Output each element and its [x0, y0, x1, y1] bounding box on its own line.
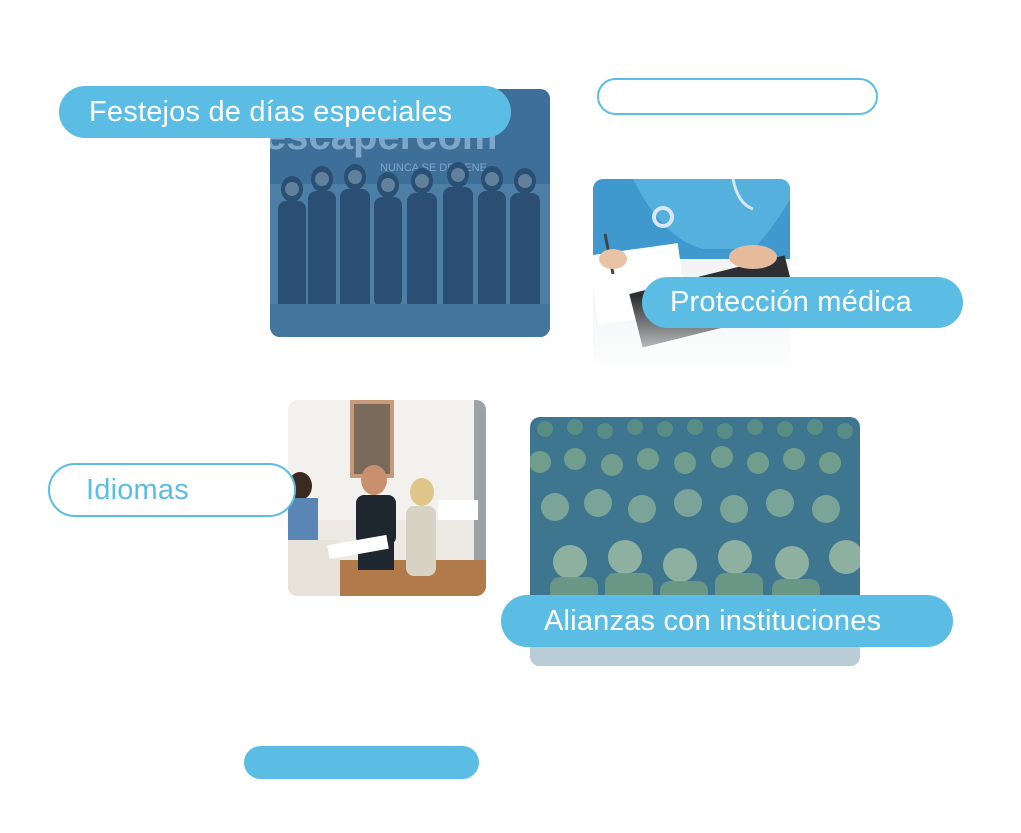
photo-language-class [288, 400, 486, 596]
label-festejos-text: Festejos de días especiales [89, 95, 453, 128]
label-empty-bottom [244, 746, 479, 779]
label-festejos: Festejos de días especiales [59, 86, 511, 138]
label-proteccion-medica: Protección médica [642, 277, 963, 328]
photo-medical-doctor [593, 179, 790, 374]
label-alianzas: Alianzas con instituciones [501, 595, 953, 647]
label-empty-top [597, 78, 878, 115]
label-alianzas-text: Alianzas con instituciones [544, 604, 882, 637]
label-proteccion-medica-text: Protección médica [670, 286, 912, 318]
label-idiomas: Idiomas [48, 463, 296, 517]
sign-subtitle: NUNCA SE DETIENE [380, 162, 487, 174]
label-idiomas-text: Idiomas [86, 473, 189, 506]
